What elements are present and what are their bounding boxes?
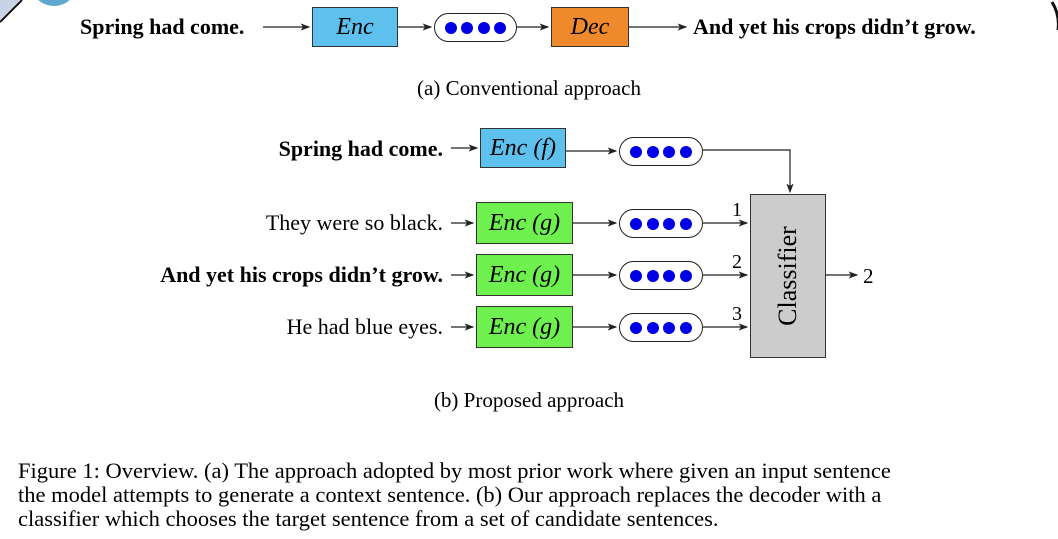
- encoder-g-label: Enc (g): [488, 209, 561, 236]
- classifier-label: Classifier: [773, 226, 802, 326]
- embedding-dot: [646, 321, 659, 334]
- encoder-g-box-1: Enc (g): [476, 202, 573, 244]
- embedding-vector-candidate-1: [619, 209, 703, 238]
- embedding-dot: [477, 21, 490, 34]
- embedding-dot: [663, 321, 676, 334]
- candidate-sentence-2: And yet his crops didn’t grow.: [160, 262, 443, 287]
- candidate-sentence-1: They were so black.: [265, 210, 443, 235]
- encoder-g-label: Enc (g): [488, 313, 561, 340]
- embedding-dot: [445, 21, 458, 34]
- candidate-sentence-3: He had blue eyes.: [286, 314, 443, 339]
- caption-line: classifier which chooses the target sent…: [18, 506, 719, 531]
- embedding-vector-f: [619, 137, 703, 166]
- embedding-dot: [663, 269, 676, 282]
- decoder-box: Dec: [551, 7, 629, 47]
- input-sentence: Spring had come.: [278, 136, 443, 161]
- embedding-dot: [630, 145, 643, 158]
- encoder-g-label: Enc (g): [488, 261, 561, 288]
- encoder-f-label: Enc (f): [490, 134, 556, 161]
- embedding-vector-candidate-3: [619, 313, 703, 342]
- arrow-embedding-f-to-classifier: [703, 149, 794, 194]
- candidate-index-2: 2: [732, 251, 742, 273]
- subcaption-a: (a) Conventional approach: [417, 76, 641, 100]
- overlay-line-decoration: [0, 0, 20, 20]
- embedding-dot: [630, 321, 643, 334]
- overlay-arc-decoration: [1050, 1, 1058, 30]
- classifier-box: Classifier: [750, 194, 826, 358]
- embedding-dot: [630, 269, 643, 282]
- candidate-index-3: 3: [732, 303, 742, 325]
- embedding-dot: [461, 21, 474, 34]
- embedding-dot: [646, 217, 659, 230]
- embedding-vector-candidate-2: [619, 261, 703, 290]
- encoder-g-box-2: Enc (g): [476, 254, 573, 296]
- embedding-dot: [663, 217, 676, 230]
- overlay-line-decoration: [0, 0, 23, 23]
- embedding-dot: [646, 269, 659, 282]
- encoder-box: Enc: [312, 7, 398, 47]
- caption-line: Figure 1: Overview. (a) The approach ado…: [18, 458, 891, 483]
- embedding-vector: [434, 13, 517, 42]
- decoder-label: Dec: [570, 13, 610, 40]
- input-sentence: Spring had come.: [80, 14, 245, 39]
- embedding-dot: [679, 145, 692, 158]
- subcaption-b: (b) Proposed approach: [433, 388, 625, 412]
- figure-caption: Figure 1: Overview. (a) The approach ado…: [18, 459, 1058, 531]
- embedding-dot: [630, 217, 643, 230]
- overlay-circle-decoration: [30, 0, 78, 6]
- output-sentence: And yet his crops didn’t grow.: [693, 14, 976, 39]
- classifier-output: 2: [863, 264, 874, 288]
- candidate-index-1: 1: [732, 199, 742, 221]
- encoder-label: Enc: [336, 13, 374, 40]
- embedding-dot: [679, 217, 692, 230]
- encoder-f-box: Enc (f): [480, 128, 566, 168]
- embedding-dot: [679, 269, 692, 282]
- caption-line: the model attempts to generate a context…: [18, 482, 882, 507]
- embedding-dot: [493, 21, 506, 34]
- embedding-dot: [663, 145, 676, 158]
- encoder-g-box-3: Enc (g): [476, 306, 573, 348]
- embedding-dot: [679, 321, 692, 334]
- embedding-dot: [646, 145, 659, 158]
